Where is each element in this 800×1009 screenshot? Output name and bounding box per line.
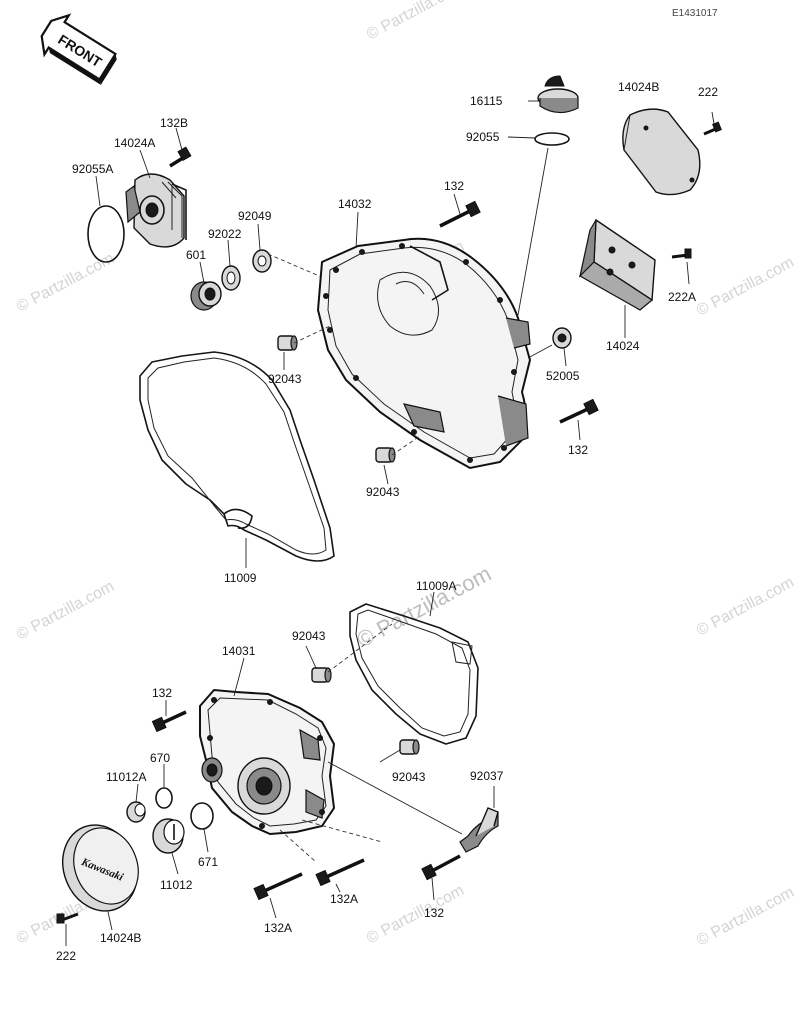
- label-222a: 222A: [668, 290, 696, 304]
- seal-52005: [552, 327, 572, 349]
- label-11009a: 11009A: [416, 579, 456, 593]
- engine-cover-14031: [199, 688, 336, 836]
- label-132b: 132B: [160, 116, 188, 130]
- plug-11012a: [126, 801, 146, 823]
- label-222-bottom: 222: [56, 949, 76, 963]
- cover-14024b-top: [622, 108, 701, 196]
- label-92055: 92055: [466, 130, 500, 144]
- gasket-11009a: [349, 603, 479, 745]
- label-132-bottom: 132: [424, 906, 444, 920]
- diagram-code: E1431017: [672, 8, 718, 19]
- screw-222-bottom: [56, 912, 79, 924]
- dowel-92043-b: [375, 447, 396, 463]
- label-14031: 14031: [222, 644, 256, 658]
- label-14024b-top: 14024B: [618, 80, 659, 94]
- label-11009: 11009: [224, 571, 257, 585]
- label-132-mid: 132: [568, 443, 588, 457]
- label-132a-b: 132A: [264, 921, 292, 935]
- o-ring-92055: [534, 132, 570, 146]
- clamp-92037: [459, 807, 499, 853]
- label-670: 670: [150, 751, 170, 765]
- plug-11012: [152, 818, 185, 854]
- screw-222-top: [703, 121, 722, 136]
- o-ring-671: [190, 802, 214, 830]
- bolt-132-mid: [559, 398, 599, 424]
- oil-filler-cap: [528, 75, 579, 114]
- bolt-132-left: [151, 710, 187, 733]
- label-222-top: 222: [698, 85, 718, 99]
- label-92043-b: 92043: [366, 485, 400, 499]
- label-14032: 14032: [338, 197, 372, 211]
- label-11012: 11012: [160, 878, 193, 892]
- gasket-11009: [139, 351, 335, 562]
- label-92043-c: 92043: [292, 629, 326, 643]
- label-92049: 92049: [238, 209, 272, 223]
- bolt-132-bottom: [421, 854, 461, 881]
- label-16115: 16115: [470, 94, 503, 108]
- pump-cover-14024a: [125, 173, 187, 248]
- bolt-132a-a: [315, 858, 365, 887]
- label-132-left: 132: [152, 686, 172, 700]
- washer-92022: [221, 265, 241, 291]
- label-14024: 14024: [606, 339, 640, 353]
- label-132a-a: 132A: [330, 892, 358, 906]
- dowel-92043-c: [311, 667, 332, 683]
- label-14024b-bottom: 14024B: [100, 931, 141, 945]
- label-11012a: 11012A: [106, 770, 146, 784]
- screw-222a: [671, 248, 692, 259]
- label-92043-a: 92043: [268, 372, 302, 386]
- bearing-601: [190, 281, 222, 311]
- cover-14024: [578, 218, 656, 311]
- engine-cover-14032: [316, 237, 532, 470]
- o-ring-92055a: [87, 205, 125, 263]
- label-92055a: 92055A: [72, 162, 113, 176]
- part-labels: 16115 92055 14024B 222 132B 14024A 92055…: [56, 80, 718, 963]
- label-92043-d: 92043: [392, 770, 426, 784]
- cover-14024b-bottom: Kawasaki: [62, 824, 139, 912]
- seal-92049: [252, 249, 272, 273]
- label-92022: 92022: [208, 227, 242, 241]
- label-14024a: 14024A: [114, 136, 155, 150]
- label-671: 671: [198, 855, 218, 869]
- label-132-top: 132: [444, 179, 464, 193]
- label-601: 601: [186, 248, 206, 262]
- bolt-132a-b: [253, 872, 303, 901]
- bolt-132-top: [439, 200, 481, 228]
- dowel-92043-d: [399, 739, 420, 755]
- label-92037: 92037: [470, 769, 504, 783]
- label-52005: 52005: [546, 369, 580, 383]
